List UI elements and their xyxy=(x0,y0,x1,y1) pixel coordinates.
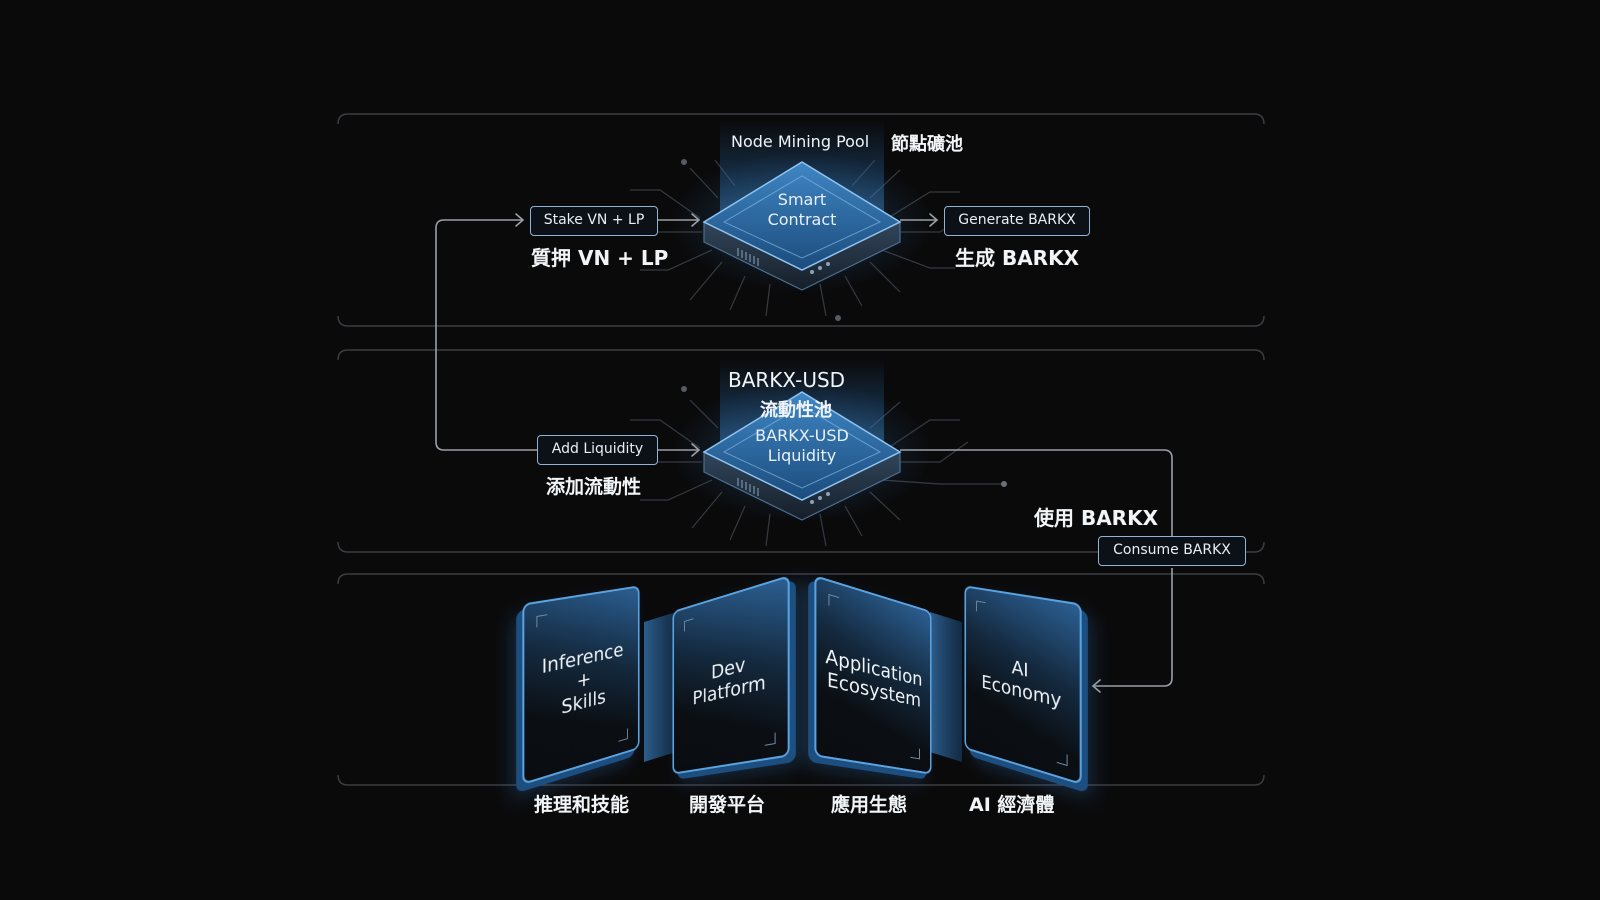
card-corner xyxy=(619,728,628,741)
card-label: AI Economy xyxy=(966,647,1080,718)
chip-label-line: Smart xyxy=(742,190,862,210)
generate-tag[interactable]: Generate BARKX xyxy=(944,206,1090,236)
chip-label-top: Smart Contract xyxy=(742,190,862,230)
trace-node xyxy=(835,315,841,321)
trace-node xyxy=(1001,481,1007,487)
add-liquidity-label-zh: 添加流動性 xyxy=(546,472,641,499)
chip-label-middle: BARKX-USD Liquidity xyxy=(732,426,872,466)
stake-label-zh: 質押 VN + LP xyxy=(531,242,668,271)
card-label: Inference + Skills xyxy=(524,636,638,729)
add-liquidity-tag[interactable]: Add Liquidity xyxy=(537,435,658,465)
card-corner xyxy=(1057,752,1068,767)
card-corner xyxy=(684,618,693,631)
stake-tag[interactable]: Stake VN + LP xyxy=(530,206,658,236)
trace-node xyxy=(681,386,687,392)
card-application-ecosystem[interactable]: Application Ecosystem xyxy=(814,575,931,775)
card-label-zh: 應用生態 xyxy=(831,790,907,817)
card-corner xyxy=(765,733,776,746)
card-corner xyxy=(911,747,920,759)
chip-label-line: BARKX-USD xyxy=(732,426,872,446)
card-dev-platform[interactable]: Dev Platform xyxy=(672,575,789,775)
card-label-zh: 推理和技能 xyxy=(534,790,629,817)
chip-label-line: Liquidity xyxy=(732,446,872,466)
card-corner xyxy=(828,594,839,609)
use-barkx-label-zh: 使用 BARKX xyxy=(1034,502,1158,531)
pool-title-top: Node Mining Pool xyxy=(731,132,869,151)
card-label: Dev Platform xyxy=(674,643,788,714)
card-corner xyxy=(536,614,547,627)
card-label-zh: 開發平台 xyxy=(689,790,765,817)
generate-label-zh: 生成 BARKX xyxy=(955,242,1079,271)
card-label: Application Ecosystem xyxy=(816,643,930,714)
panel-bottom xyxy=(338,574,1264,785)
pool-title-top-zh: 節點礦池 xyxy=(891,130,963,156)
chip-label-line: Contract xyxy=(742,210,862,230)
pool-title-middle-zh: 流動性池 xyxy=(760,396,832,422)
card-label-zh: AI 經濟體 xyxy=(969,790,1054,817)
card-corner xyxy=(976,601,985,613)
consume-barkx-tag[interactable]: Consume BARKX xyxy=(1098,536,1246,566)
pool-title-middle: BARKX-USD xyxy=(728,368,845,392)
trace-node xyxy=(681,159,687,165)
